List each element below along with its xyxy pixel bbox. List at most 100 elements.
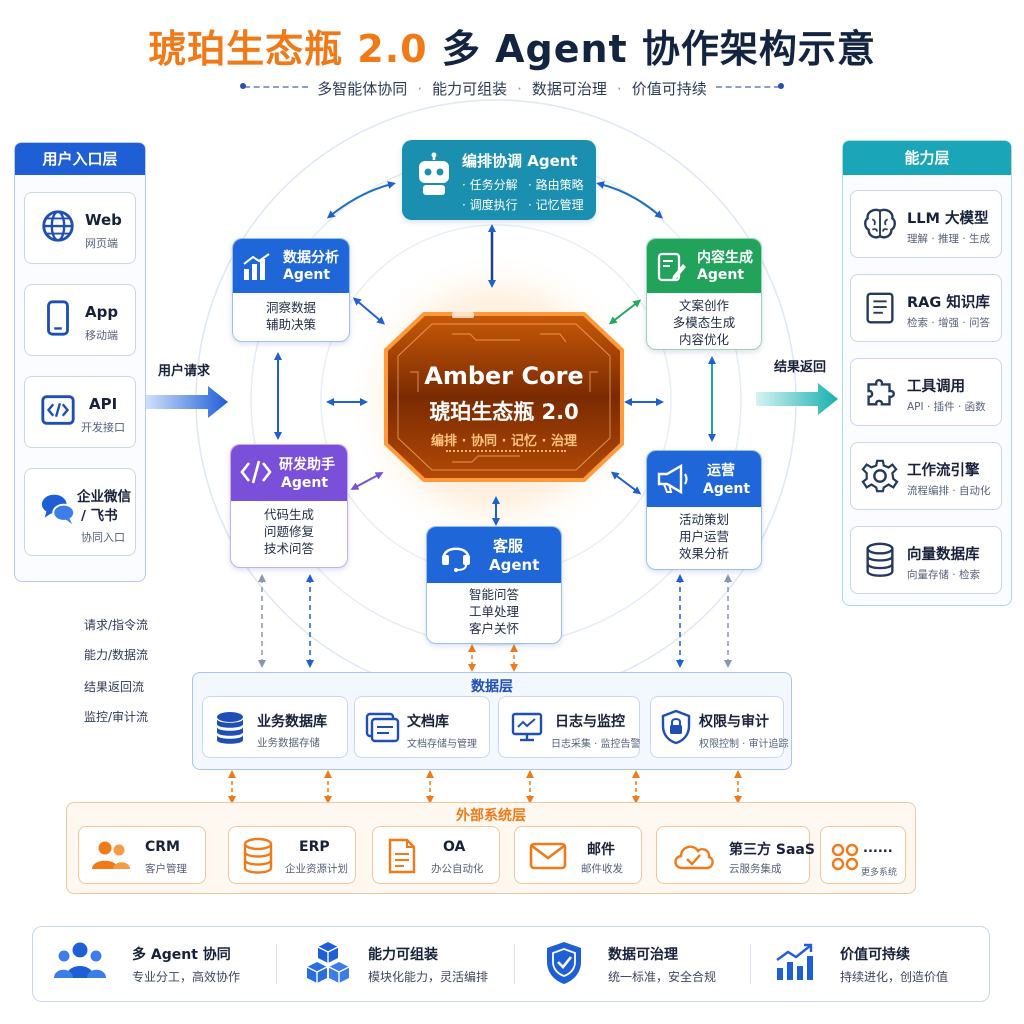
agent-ops-title2: Agent	[703, 481, 751, 497]
agent-ops-body: 活动策划 用户运营 效果分析	[647, 507, 761, 562]
core-title: Amber Core	[424, 362, 584, 390]
core-tags: 编排 · 协同 · 记忆 · 治理	[431, 434, 577, 449]
entry-web[interactable]: Web 网页端	[24, 192, 136, 264]
subtitle-left-line	[244, 86, 308, 88]
agent-dev-item: 问题修复	[263, 524, 314, 539]
feature-divider	[276, 944, 277, 984]
cap-workflow-sub: 流程编排 · 自动化	[907, 485, 991, 497]
agent-dev-title1: 研发助手	[279, 457, 335, 473]
core-dots	[446, 450, 566, 452]
ext-erp[interactable]: ERP 企业资源计划	[228, 826, 356, 884]
data-business-db[interactable]: 业务数据库 业务数据存储	[202, 696, 348, 758]
gear-icon	[861, 459, 899, 493]
subtitle: 多智能体协同·能力可组装·数据可治理·价值可持续	[317, 80, 707, 98]
cap-workflow[interactable]: 工作流引擎 流程编排 · 自动化	[850, 442, 1002, 510]
agent-data-item: 辅助决策	[265, 317, 316, 332]
agent-service-item: 客户关怀	[468, 621, 519, 636]
agent-data-item: 洞察数据	[265, 300, 316, 315]
entry-app-sub: 移动端	[85, 329, 118, 342]
agent-ops[interactable]: 运营 Agent 活动策划 用户运营 效果分析	[646, 450, 762, 570]
feature-sustainable: 价值可持续 持续进化，创造价值	[774, 938, 984, 994]
result-return-arrow	[756, 383, 838, 415]
subtitle-item: 能力可组装	[432, 80, 508, 98]
ext-mail[interactable]: 邮件 邮件收发	[514, 826, 642, 884]
shield-icon	[547, 942, 581, 984]
orch-content-link	[596, 181, 664, 219]
entry-web-sub: 网页端	[85, 237, 118, 250]
cap-workflow-label: 工作流引擎	[907, 463, 980, 479]
chat-icon	[41, 494, 76, 525]
agent-content-item: 文案创作	[678, 298, 729, 313]
core-chip-pin	[452, 312, 474, 318]
code-icon	[41, 395, 75, 425]
core-circuit-lines	[410, 333, 598, 463]
agent-data-body: 洞察数据 辅助决策	[233, 293, 349, 333]
data-document-store[interactable]: 文档库 文档存储与管理	[354, 696, 490, 758]
cap-llm[interactable]: LLM 大模型 理解 · 推理 · 生成	[850, 190, 1002, 258]
cap-llm-label: LLM 大模型	[907, 211, 989, 227]
entry-im[interactable]: 企业微信 / 飞书 协同入口	[24, 468, 136, 556]
orch-data-link	[326, 181, 396, 219]
feature-governance: 数据可治理 统一标准，安全合规	[544, 938, 764, 994]
entry-im-label2: / 飞书	[81, 508, 118, 524]
growth-chart-icon	[776, 943, 813, 980]
feature-divider	[514, 944, 515, 984]
cap-tools[interactable]: 工具调用 API · 插件 · 函数	[850, 358, 1002, 426]
agent-content-title1: 内容生成	[697, 250, 753, 266]
database-icon	[217, 712, 243, 744]
agent-service-head: 客服 Agent	[427, 527, 561, 583]
agent-orchestrator-title: 编排协调 Agent	[462, 152, 578, 170]
database-icon	[243, 837, 273, 874]
orch-item: · 记忆管理	[528, 198, 584, 212]
user-request-arrow	[146, 386, 228, 418]
entry-api[interactable]: API 开发接口	[24, 376, 136, 448]
orch-item: · 调度执行	[462, 198, 518, 212]
agent-service[interactable]: 客服 Agent 智能问答 工单处理 客户关怀	[426, 526, 562, 644]
subtitle-item: 价值可持续	[631, 80, 707, 98]
agent-data-analysis[interactable]: 数据分析 Agent 洞察数据 辅助决策	[232, 238, 350, 342]
ext-crm[interactable]: CRM 客户管理	[78, 826, 206, 884]
external-layer-title: 外部系统层	[456, 808, 526, 824]
phone-icon	[47, 300, 69, 336]
subtitle-left-dot	[240, 83, 246, 89]
core-inner-border	[397, 323, 611, 471]
entry-app[interactable]: App 移动端	[24, 284, 136, 356]
cap-rag-label: RAG 知识库	[907, 295, 990, 311]
cap-rag-sub: 检索 · 增强 · 问答	[907, 317, 991, 329]
mail-icon	[529, 842, 567, 870]
subtitle-right-dot	[778, 83, 784, 89]
globe-icon	[42, 210, 74, 242]
robot-icon	[419, 152, 449, 195]
agent-service-item: 智能问答	[468, 587, 519, 602]
agent-content-title2: Agent	[697, 267, 745, 283]
agent-ops-item: 活动策划	[678, 512, 729, 527]
ops-core-link	[610, 471, 642, 495]
agent-ops-item: 效果分析	[678, 546, 729, 561]
agent-content[interactable]: 内容生成 Agent 文案创作 多模态生成 内容优化	[646, 238, 762, 350]
agent-data-title2: Agent	[283, 267, 331, 283]
ext-more[interactable]: ...... 更多系统	[820, 826, 906, 884]
data-permission-audit[interactable]: 权限与审计 权限控制 · 审计追踪	[650, 696, 789, 758]
cap-rag[interactable]: RAG 知识库 检索 · 增强 · 问答	[850, 274, 1002, 342]
feature-composable: 能力可组装 模块化能力，灵活编排	[304, 938, 524, 994]
team-icon	[54, 942, 106, 978]
agent-dev-item: 技术问答	[263, 541, 314, 556]
cubes-icon	[306, 942, 350, 983]
agent-dev-head: 研发助手 Agent	[231, 445, 347, 501]
agent-orchestrator[interactable]: 编排协调 Agent · 任务分解 · 路由策略 · 调度执行 · 记忆管理	[402, 140, 596, 220]
entry-api-label: API	[89, 395, 118, 413]
data-log-monitor[interactable]: 日志与监控 日志采集 · 监控告警	[498, 696, 641, 758]
agent-data-title1: 数据分析	[283, 250, 339, 266]
ext-saas[interactable]: 第三方 SaaS 云服务集成	[656, 826, 815, 884]
cap-vectordb[interactable]: 向量数据库 向量存储 · 检索	[850, 526, 1002, 594]
agent-service-title2: Agent	[489, 556, 540, 574]
agent-content-item: 多模态生成	[672, 315, 736, 330]
brain-icon	[864, 208, 896, 239]
monitor-icon	[511, 712, 543, 742]
agent-dev[interactable]: 研发助手 Agent 代码生成 问题修复 技术问答	[230, 444, 348, 568]
agent-dev-item: 代码生成	[263, 507, 314, 522]
document-icon	[388, 838, 416, 874]
entry-api-sub: 开发接口	[81, 421, 125, 434]
ext-oa[interactable]: OA 办公自动化	[372, 826, 500, 884]
